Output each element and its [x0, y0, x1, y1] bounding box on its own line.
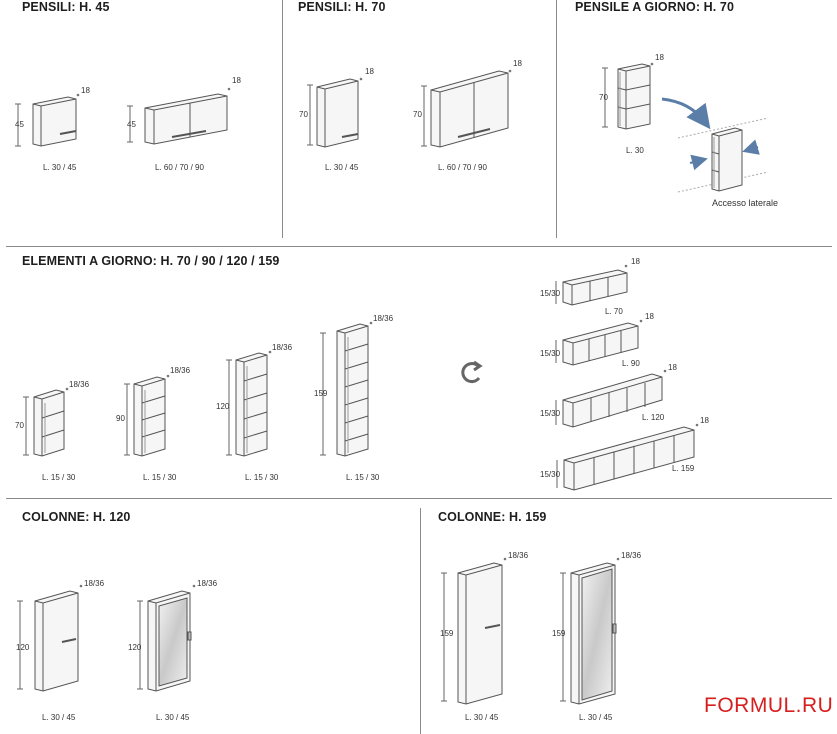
depth-label: 18/36: [621, 551, 642, 560]
divider-vertical-1: [282, 0, 283, 238]
height-label: 120: [128, 643, 142, 652]
depth-label: 18: [668, 363, 677, 372]
open-horizontal-90: [562, 322, 639, 366]
depth-label: 18/36: [69, 380, 90, 389]
cabinet-45-small: [32, 96, 77, 147]
width-label: L. 60 / 70 / 90: [438, 163, 487, 172]
depth-label: 18: [645, 312, 654, 321]
open-unit-70: [33, 389, 65, 457]
depth-label: 18: [513, 59, 522, 68]
section-title-colonne-159: COLONNE: H. 159: [438, 510, 547, 524]
open-shelf-70: [617, 63, 651, 130]
open-shelf-side-view: [711, 127, 743, 192]
width-label: L. 70: [605, 307, 623, 316]
open-unit-120: [235, 352, 268, 457]
section-title-pensili-70: PENSILI: H. 70: [298, 0, 386, 14]
width-label: L. 90: [622, 359, 640, 368]
height-label: 15/30: [540, 289, 561, 298]
width-label: L. 15 / 30: [245, 473, 279, 482]
depth-label: 18: [655, 53, 664, 62]
cabinet-70-wide: [430, 70, 509, 148]
depth-label: 18: [232, 76, 241, 85]
width-label: L. 15 / 30: [143, 473, 177, 482]
width-label: L. 30: [626, 146, 644, 155]
height-label: 15/30: [540, 470, 561, 479]
height-label: 90: [116, 414, 125, 423]
height-label: 45: [127, 120, 136, 129]
width-label: L. 30 / 45: [579, 713, 613, 722]
height-label: 70: [15, 421, 24, 430]
open-unit-90: [133, 376, 166, 457]
height-label: 120: [16, 643, 30, 652]
divider-horizontal-1: [6, 246, 832, 247]
depth-label: 18: [365, 67, 374, 76]
rotate-icon: [461, 360, 483, 383]
section-title-elementi: ELEMENTI A GIORNO: H. 70 / 90 / 120 / 15…: [22, 254, 280, 268]
depth-label: 18/36: [272, 343, 293, 352]
height-label: 159: [440, 629, 454, 638]
depth-label: 18: [631, 257, 640, 266]
width-label: L. 159: [672, 464, 695, 473]
column-120-door: [34, 590, 79, 692]
width-label: L. 30 / 45: [156, 713, 190, 722]
width-label: L. 30 / 45: [43, 163, 77, 172]
height-label: 70: [599, 93, 608, 102]
width-label: L. 15 / 30: [42, 473, 76, 482]
height-label: 70: [413, 110, 422, 119]
divider-vertical-2: [556, 0, 557, 238]
section-title-colonne-120: COLONNE: H. 120: [22, 510, 131, 524]
depth-label: 18: [700, 416, 709, 425]
column-159-mirror: [570, 562, 617, 705]
height-label: 45: [15, 120, 24, 129]
width-label: L. 15 / 30: [346, 473, 380, 482]
height-label: 15/30: [540, 349, 561, 358]
column-159-door: [457, 562, 503, 705]
open-horizontal-159: [563, 426, 695, 491]
cabinet-70-small: [316, 78, 359, 148]
width-label: L. 30 / 45: [465, 713, 499, 722]
depth-label: 18/36: [170, 366, 191, 375]
column-120-mirror: [147, 590, 192, 692]
open-horizontal-70: [562, 269, 628, 306]
section-title-pensile-giorno: PENSILE A GIORNO: H. 70: [575, 0, 735, 14]
depth-label: 18/36: [197, 579, 218, 588]
rotate-arrow-icon: [661, 97, 711, 130]
open-horizontal-120: [562, 373, 663, 428]
height-label: 120: [216, 402, 230, 411]
width-label: L. 30 / 45: [42, 713, 76, 722]
height-label: 15/30: [540, 409, 561, 418]
width-label: L. 60 / 70 / 90: [155, 163, 204, 172]
depth-label: 18/36: [373, 314, 394, 323]
side-access-label: Accesso laterale: [712, 198, 779, 208]
section-title-pensili-45: PENSILI: H. 45: [22, 0, 110, 14]
height-label: 159: [314, 389, 328, 398]
width-label: L. 120: [642, 413, 665, 422]
height-label: 70: [299, 110, 308, 119]
depth-label: 18/36: [508, 551, 529, 560]
open-unit-159: [336, 323, 369, 457]
divider-horizontal-2: [6, 498, 832, 499]
cabinet-45-wide: [144, 93, 228, 145]
width-label: L. 30 / 45: [325, 163, 359, 172]
height-label: 159: [552, 629, 566, 638]
depth-label: 18/36: [84, 579, 105, 588]
watermark: FORMUL.RU: [704, 694, 834, 717]
divider-vertical-3: [420, 508, 421, 734]
depth-label: 18: [81, 86, 90, 95]
